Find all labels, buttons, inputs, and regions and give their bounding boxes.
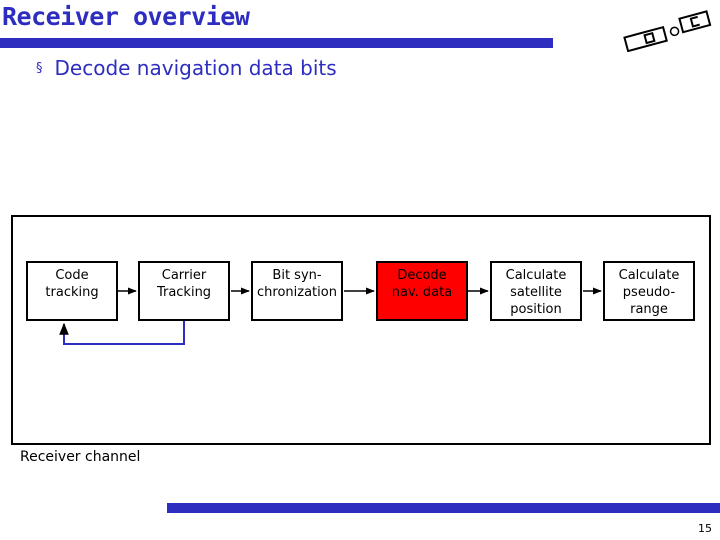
block-line: satellite xyxy=(510,285,562,300)
bullet-marker: § xyxy=(36,60,43,76)
bullet-text: Decode navigation data bits xyxy=(54,56,337,80)
block-line: chronization xyxy=(257,285,337,300)
block-line: Code xyxy=(55,268,89,283)
block-carrier-tracking: Carrier Tracking xyxy=(138,261,230,321)
logo-icon xyxy=(623,10,712,52)
block-decode-nav-data: Decode nav. data xyxy=(376,261,468,321)
block-calculate-pseudorange: Calculate pseudo- range xyxy=(603,261,695,321)
bullet-item: § Decode navigation data bits xyxy=(36,56,337,80)
block-line: tracking xyxy=(45,285,99,300)
channel-label: Receiver channel xyxy=(20,449,141,465)
block-calculate-satellite-position: Calculate satellite position xyxy=(490,261,582,321)
slide-title: Receiver overview xyxy=(2,2,250,31)
block-line: nav. data xyxy=(391,285,453,300)
block-line: position xyxy=(510,302,562,317)
block-line: pseudo- xyxy=(622,285,676,300)
block-line: Carrier xyxy=(161,268,207,283)
block-line: Calculate xyxy=(505,268,567,283)
block-line: range xyxy=(630,302,668,317)
block-line: Decode xyxy=(397,268,447,283)
block-line: Bit syn- xyxy=(272,268,322,283)
block-bit-synchronization: Bit syn- chronization xyxy=(251,261,343,321)
footer-rule xyxy=(167,503,720,513)
receiver-channel-box xyxy=(11,215,711,445)
block-line: Tracking xyxy=(156,285,212,300)
block-line: Calculate xyxy=(618,268,680,283)
title-rule xyxy=(0,38,553,48)
block-code-tracking: Code tracking xyxy=(26,261,118,321)
page-number: 15 xyxy=(698,522,712,535)
